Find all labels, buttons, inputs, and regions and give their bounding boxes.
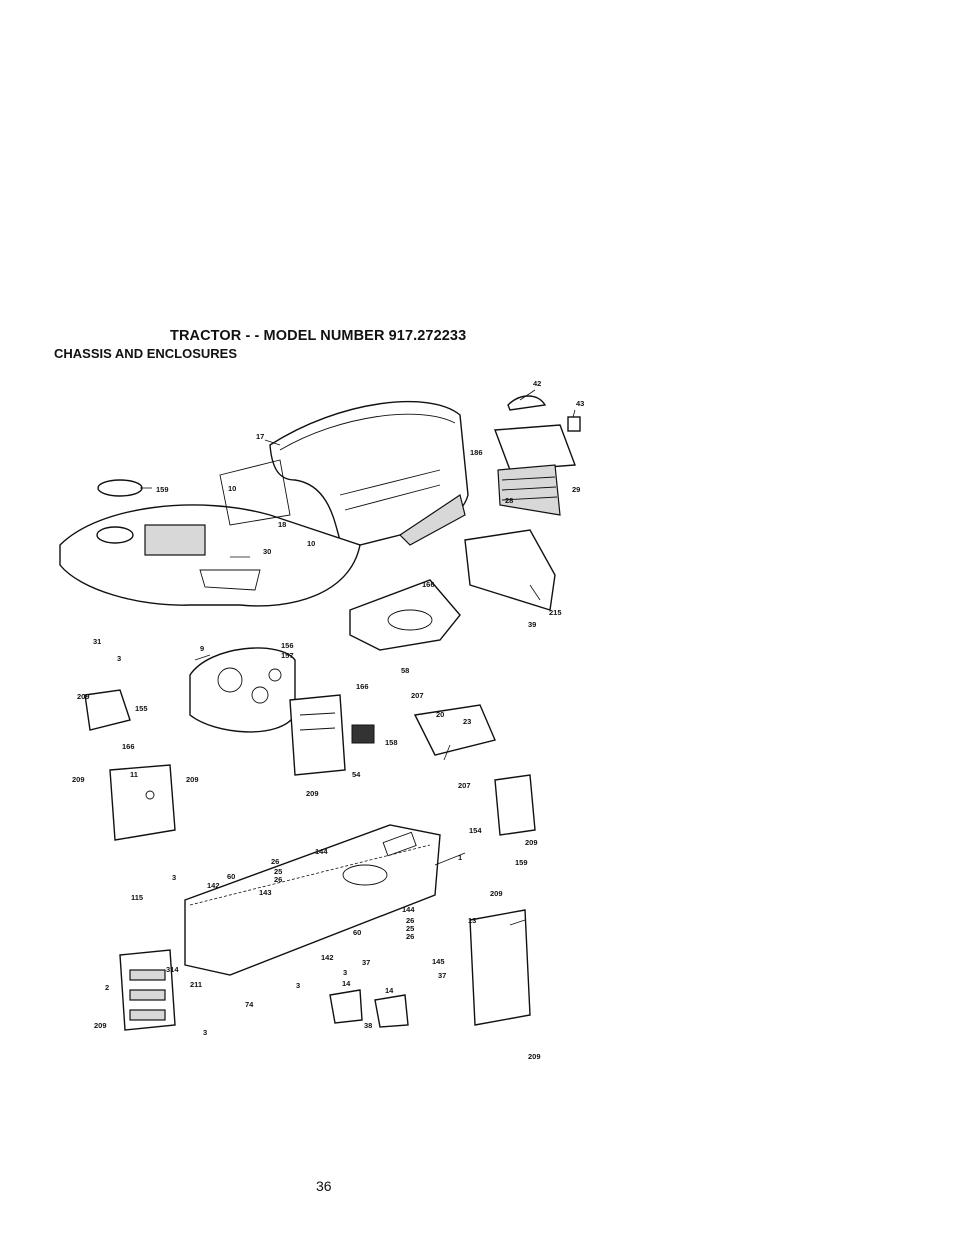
hood	[269, 400, 469, 546]
callout-60-a: 60	[227, 872, 235, 881]
callout-143: 143	[259, 888, 272, 897]
callout-14-b: 14	[385, 986, 394, 995]
callout-159: 159	[156, 485, 169, 494]
callout-26-c: 26	[406, 916, 414, 925]
mounting-plate	[413, 704, 496, 756]
callout-43: 43	[576, 399, 584, 408]
callout-29: 29	[572, 485, 580, 494]
callout-3-d: 3	[296, 981, 300, 990]
console	[189, 647, 296, 733]
callout-209-a: 209	[77, 692, 90, 701]
callout-37-b: 37	[438, 971, 446, 980]
callout-25-a: 25	[274, 867, 282, 876]
callout-54: 54	[352, 770, 361, 779]
callout-144-a: 144	[315, 847, 328, 856]
callout-37-a: 37	[362, 958, 370, 967]
callout-42: 42	[533, 379, 541, 388]
callout-115: 115	[131, 893, 143, 902]
callout-142-a: 142	[207, 881, 220, 890]
callout-20: 20	[436, 710, 444, 719]
callout-3-c: 3	[343, 968, 347, 977]
frame	[184, 824, 441, 976]
grille-assembly	[494, 395, 581, 516]
callout-13: 13	[468, 916, 476, 925]
callout-156: 156	[281, 641, 294, 650]
callout-14-a: 14	[342, 979, 351, 988]
callout-166-c: 166	[122, 742, 135, 751]
callout-39: 39	[528, 620, 536, 629]
callout-3-b: 3	[172, 873, 176, 882]
part-14-b	[374, 994, 409, 1028]
battery-bracket	[289, 694, 346, 776]
callout-211: 211	[190, 980, 202, 989]
callout-10-b: 10	[307, 539, 315, 548]
callout-209-g: 209	[94, 1021, 107, 1030]
callout-17: 17	[256, 432, 264, 441]
side-panel-left	[109, 764, 176, 841]
callout-26-a: 26	[271, 857, 279, 866]
callout-207-a: 207	[411, 691, 424, 700]
callout-145: 145	[432, 957, 445, 966]
callout-74: 74	[245, 1000, 254, 1009]
callout-209-h: 209	[528, 1052, 541, 1061]
callout-155: 155	[135, 704, 148, 713]
callout-314: 314	[166, 965, 179, 974]
dash-panel	[59, 459, 361, 607]
callout-10-a: 10	[228, 484, 236, 493]
rear-fender	[464, 529, 556, 611]
callout-9: 9	[200, 644, 204, 653]
callout-2: 2	[105, 983, 109, 992]
part-158	[351, 724, 375, 744]
callout-186: 186	[470, 448, 483, 457]
callout-209-b: 209	[306, 789, 319, 798]
callout-3-e: 3	[203, 1028, 207, 1037]
page-number: 36	[316, 1178, 332, 1194]
part-14-a	[329, 989, 363, 1024]
callout-38: 38	[364, 1021, 372, 1030]
callout-23: 23	[463, 717, 471, 726]
callout-157: 157	[281, 651, 294, 660]
fuel-cap	[97, 479, 143, 497]
callout-18: 18	[278, 520, 286, 529]
exploded-parts-diagram: 42 43 17 186 29 28 159 10 18 30 10 166 2…	[40, 375, 610, 1075]
callout-11: 11	[130, 770, 138, 779]
callout-26-d: 26	[406, 932, 414, 941]
callout-3-a: 3	[117, 654, 121, 663]
side-panel-right	[469, 909, 531, 1026]
callout-26-b: 26	[274, 875, 282, 884]
callout-1: 1	[458, 853, 462, 862]
callout-60-b: 60	[353, 928, 361, 937]
page-title: TRACTOR - - MODEL NUMBER 917.272233	[170, 328, 467, 344]
callout-28: 28	[505, 496, 513, 505]
callout-209-e: 209	[525, 838, 538, 847]
bracket-154	[494, 774, 536, 836]
callout-142-b: 142	[321, 953, 334, 962]
callout-30: 30	[263, 547, 271, 556]
callout-58: 58	[401, 666, 409, 675]
callout-31: 31	[93, 637, 101, 646]
callout-25-b: 25	[406, 924, 414, 933]
section-title: CHASSIS AND ENCLOSURES	[54, 346, 237, 361]
callout-144-b: 144	[402, 905, 415, 914]
callout-209-c: 209	[186, 775, 199, 784]
callout-166-a: 166	[422, 580, 435, 589]
callout-166-b: 166	[356, 682, 369, 691]
bracket-155	[84, 689, 131, 731]
callout-209-d: 209	[72, 775, 85, 784]
callout-158: 158	[385, 738, 398, 747]
callout-209-f: 209	[490, 889, 503, 898]
callout-154: 154	[469, 826, 482, 835]
callout-207-b: 207	[458, 781, 471, 790]
callout-215: 215	[549, 608, 562, 617]
callout-159-b: 159	[515, 858, 528, 867]
seat-pan	[349, 579, 461, 651]
